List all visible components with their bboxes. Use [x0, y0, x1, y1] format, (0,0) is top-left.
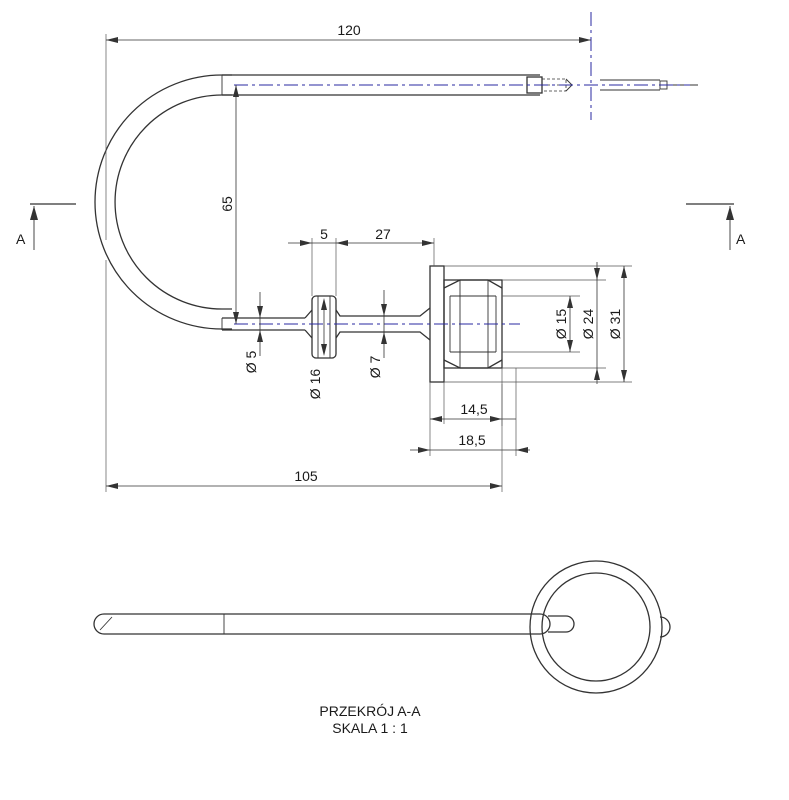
dim-label-flange-diameter: Ø 31 [607, 309, 623, 340]
dim-sleeve-diameter: Ø 24 [502, 262, 606, 384]
dim-body-length: 18,5 [410, 368, 530, 456]
section-marker-left: A [16, 203, 76, 250]
dim-label-rod-diameter: Ø 5 [243, 351, 259, 374]
lower-rod [221, 295, 431, 359]
section-letter-right: A [736, 231, 746, 247]
dim-sleeve-length: 14,5 [429, 368, 516, 456]
dim-rod-length: 105 [105, 260, 503, 492]
dim-label-collar-to-flange: 27 [375, 226, 391, 242]
dim-label-body-length: 18,5 [458, 432, 485, 448]
section-marker-right: A [686, 203, 746, 250]
dim-loop-height: 65 [219, 85, 239, 324]
dim-label-overall-length: 120 [337, 22, 361, 38]
dim-collar-diameter: Ø 16 [307, 298, 327, 399]
dim-flange-diameter: Ø 31 [444, 265, 632, 383]
dim-label-collar-width: 5 [320, 226, 328, 242]
section-scale: SKALA 1 : 1 [332, 720, 408, 736]
dim-bore-diameter: Ø 15 [502, 295, 580, 353]
section-letter-left: A [16, 231, 26, 247]
section-view [93, 560, 671, 694]
dim-label-neck-diameter: Ø 7 [367, 356, 383, 379]
dim-overall-length: 120 [105, 22, 591, 240]
dim-collar-width: 5 27 [288, 226, 435, 296]
dim-neck-diameter: Ø 7 [367, 290, 387, 378]
dim-rod-diameter: Ø 5 [243, 292, 263, 373]
center-lines [234, 12, 690, 325]
dim-label-rod-length: 105 [294, 468, 318, 484]
dim-label-bore-diameter: Ø 15 [553, 309, 569, 340]
dim-label-loop-height: 65 [219, 196, 235, 212]
section-title: PRZEKRÓJ A-A [319, 703, 421, 719]
dim-label-collar-diameter: Ø 16 [307, 369, 323, 400]
wire-loop [94, 74, 232, 330]
dim-label-sleeve-length: 14,5 [460, 401, 487, 417]
dim-label-sleeve-diameter: Ø 24 [580, 309, 596, 340]
